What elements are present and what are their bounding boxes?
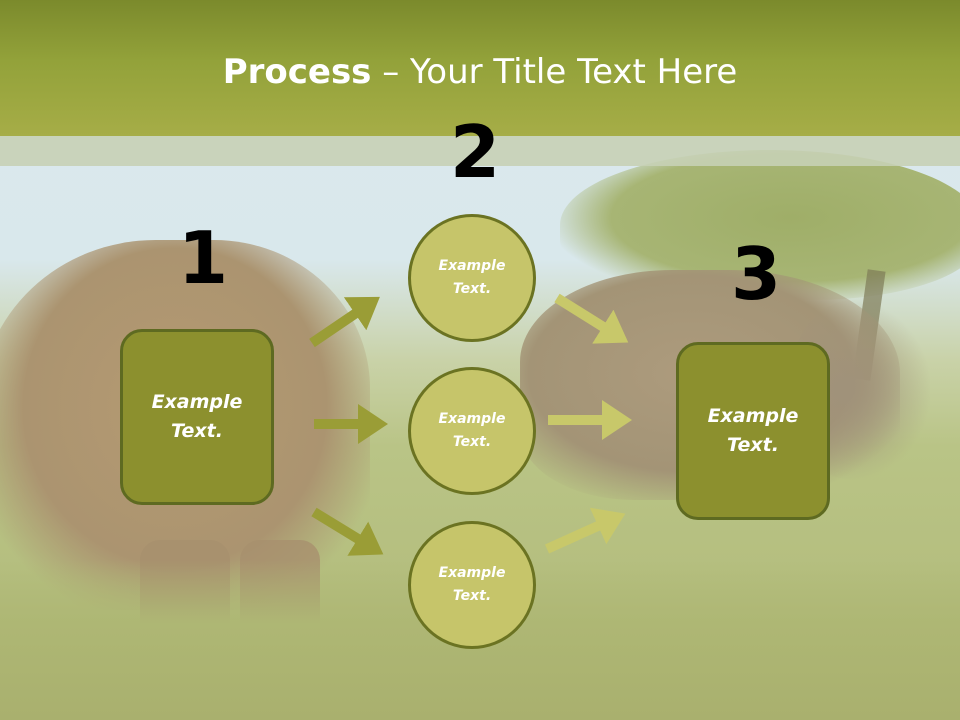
right-box-label: Example Text.: [707, 405, 799, 456]
left-box-label: Example Text.: [151, 391, 243, 442]
arrow-box-to-circle-top: [309, 296, 380, 348]
circle-top-label: Example Text.: [438, 258, 506, 297]
arrow-box-to-circle-bottom: [311, 507, 384, 556]
circle-middle-label: Example Text.: [438, 411, 506, 450]
step-number-1: 1: [178, 216, 229, 300]
slide-title: Process – Your Title Text Here: [0, 52, 960, 92]
circle-top: Example Text.: [408, 214, 536, 342]
left-box: Example Text.: [120, 329, 274, 505]
title-stripe: [0, 136, 960, 166]
step-number-3: 3: [731, 232, 782, 316]
title-bold-part: Process: [222, 52, 372, 92]
circle-bottom-label: Example Text.: [438, 565, 506, 604]
arrow-circle-top-to-box: [554, 293, 629, 344]
title-rest-part: – Your Title Text Here: [371, 52, 738, 92]
title-band: [0, 0, 960, 136]
arrow-circle-bottom-to-box: [544, 507, 626, 554]
circle-middle: Example Text.: [408, 367, 536, 495]
step-number-2: 2: [450, 110, 501, 194]
circle-bottom: Example Text.: [408, 521, 536, 649]
right-box: Example Text.: [676, 342, 830, 520]
